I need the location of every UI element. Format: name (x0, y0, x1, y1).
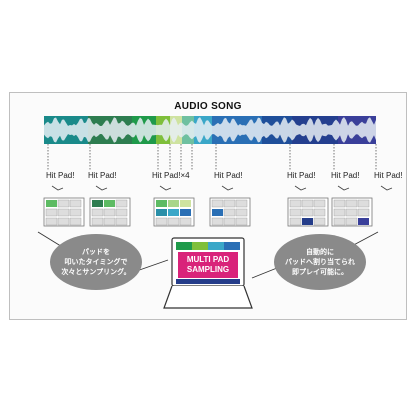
device-label-line-2: SAMPLING (187, 265, 229, 274)
hand-icons (51, 185, 393, 191)
hit-label-3: Hit Pad! (214, 171, 242, 180)
hand-icon (380, 185, 393, 191)
device-label-line-1: MULTI PAD (187, 255, 230, 264)
pad-grid-2 (89, 197, 131, 227)
pad-grid-6 (331, 197, 373, 227)
sampler-device: MULTI PAD SAMPLING (163, 237, 253, 309)
hand-icon (337, 185, 350, 191)
left-bubble-line-3: 次々とサンプリング。 (61, 267, 130, 276)
hit-label-1: Hit Pad! (46, 171, 74, 180)
pad-grid-5 (287, 197, 329, 227)
right-bubble: 自動的に パッドへ割り当てられ 即プレイ可能に。 (274, 234, 366, 290)
left-bubble: パッドを 叩いたタイミングで 次々とサンプリング。 (50, 234, 142, 290)
hand-icon (221, 185, 234, 191)
left-bubble-line-1: パッドを (82, 247, 110, 256)
hit-label-6: Hit Pad! (374, 171, 402, 180)
pad-grid-4 (209, 197, 251, 227)
right-bubble-line-2: パッドへ割り当てられ (285, 257, 355, 266)
hand-icon (51, 185, 64, 191)
right-bubble-line-3: 即プレイ可能に。 (292, 267, 348, 276)
pad-grid-1 (43, 197, 85, 227)
hit-label-2: Hit Pad! (88, 171, 116, 180)
hit-label-4: Hit Pad! (287, 171, 315, 180)
pad-grid-3 (153, 197, 195, 227)
hand-icon (294, 185, 307, 191)
diagram-title: AUDIO SONG (174, 101, 242, 112)
hit-markers (47, 144, 377, 170)
pad-grids (43, 197, 373, 227)
waveform-bar (44, 116, 376, 144)
hit-labels: Hit Pad! Hit Pad! Hit Pad!×4 Hit Pad! Hi… (46, 171, 402, 180)
hand-icon (159, 185, 172, 191)
hit-label-5: Hit Pad! (331, 171, 359, 180)
hand-icon (95, 185, 108, 191)
right-bubble-line-1: 自動的に (306, 247, 334, 256)
hit-label-x4: Hit Pad!×4 (152, 171, 190, 180)
left-bubble-line-2: 叩いたタイミングで (65, 257, 128, 266)
